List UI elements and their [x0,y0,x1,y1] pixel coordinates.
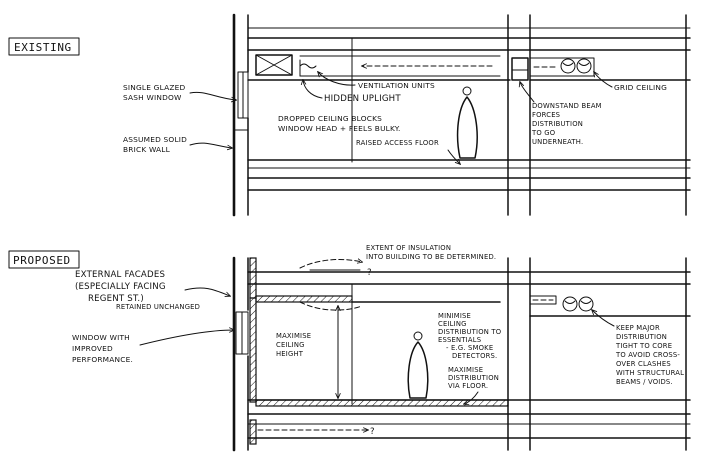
proposed-upper-slab [247,260,691,311]
proposed-label-facade-4: RETAINED UNCHANGED [116,303,200,311]
proposed-label-major-2: DISTRIBUTION [616,333,667,341]
proposed-label-facade-3: REGENT ST.) [88,294,144,304]
existing-label-window-1: SINGLE GLAZED [123,83,185,92]
existing-label-beam-1: DOWNSTAND BEAM [532,102,602,110]
existing-tag-text: EXISTING [14,41,72,54]
proposed-label-height-3: HEIGHT [276,350,304,358]
existing-label-grid: GRID CEILING [614,83,667,92]
proposed-label-floor-1: MAXIMISE [448,366,483,374]
proposed-label-minimise-2: CEILING [438,320,467,328]
existing-facade-wall [232,13,249,217]
proposed-label-window-1: WINDOW WITH [72,333,130,342]
existing-label-uplight: HIDDEN UPLIGHT [324,94,401,104]
proposed-label-minimise-4: ESSENTIALS [438,336,481,344]
existing-ceiling-void [255,54,501,77]
existing-label-ceiling-2: WINDOW HEAD + FEELS BULKY. [278,124,401,133]
proposed-label-major-6: WITH STRUCTURAL [616,369,684,377]
proposed-section: PROPOSED [8,244,691,452]
proposed-soffit-insulation [255,295,353,303]
proposed-label-window-2: IMPROVED [72,344,113,353]
proposed-label-major-4: TO AVOID CROSS- [615,351,680,359]
proposed-person-figure [407,341,429,399]
proposed-label-major-7: BEAMS / VOIDS. [616,378,673,386]
proposed-facade-wall [232,256,257,452]
proposed-label-minimise-6: DETECTORS. [452,352,497,360]
proposed-q-lower: ? [370,427,375,437]
existing-tag: EXISTING [8,37,80,56]
proposed-floor [247,399,691,439]
proposed-wall-insulation [249,297,257,403]
proposed-floor-distribution [255,399,509,407]
proposed-label-minimise-3: DISTRIBUTION TO [438,328,501,336]
existing-grid-ceiling-duct [529,57,691,81]
existing-label-beam-2: FORCES [532,111,560,119]
existing-upper-slab [247,27,691,51]
existing-label-wall-2: BRICK WALL [123,145,171,154]
proposed-label-insul-2: INTO BUILDING TO BE DETERMINED. [366,253,496,261]
proposed-label-window-3: PERFORMANCE. [72,355,133,364]
proposed-label-floor-2: DISTRIBUTION [448,374,499,382]
existing-label-beam-4: TO GO [531,129,555,137]
existing-downstand-beam [507,14,531,216]
proposed-label-height-1: MAXIMISE [276,332,311,340]
proposed-label-facade-2: (ESPECIALLY FACING [75,282,166,292]
proposed-q-upper: ? [367,268,372,278]
existing-label-vent: VENTILATION UNITS [358,81,435,90]
proposed-label-floor-3: VIA FLOOR. [448,382,488,390]
existing-label-ceiling-1: DROPPED CEILING BLOCKS [278,114,382,123]
existing-label-window-2: SASH WINDOW [123,93,182,102]
existing-label-beam-3: DISTRIBUTION [532,120,583,128]
proposed-label-height-2: CEILING [276,341,305,349]
proposed-label-minimise-1: MINIMISE [438,312,471,320]
proposed-core [507,257,691,451]
existing-raised-floor [247,159,691,191]
proposed-label-major-1: KEEP MAJOR [616,324,660,332]
proposed-label-major-5: OVER CLASHES [616,360,671,368]
proposed-label-insul-1: EXTENT OF INSULATION [366,244,451,252]
proposed-label-major-3: TIGHT TO CORE [615,342,672,350]
existing-label-floor: RAISED ACCESS FLOOR [356,139,439,147]
proposed-label-minimise-5: - E.G. SMOKE [446,344,493,352]
existing-person-figure [456,96,478,159]
proposed-tag: PROPOSED [8,250,80,269]
proposed-tag-text: PROPOSED [13,254,71,267]
proposed-label-facade-1: EXTERNAL FACADES [75,270,165,280]
existing-label-beam-5: UNDERNEATH. [532,138,583,146]
proposed-wall-insulation-upper [249,257,257,299]
existing-label-wall-1: ASSUMED SOLID [123,135,187,144]
existing-section: EXISTING [8,13,691,217]
